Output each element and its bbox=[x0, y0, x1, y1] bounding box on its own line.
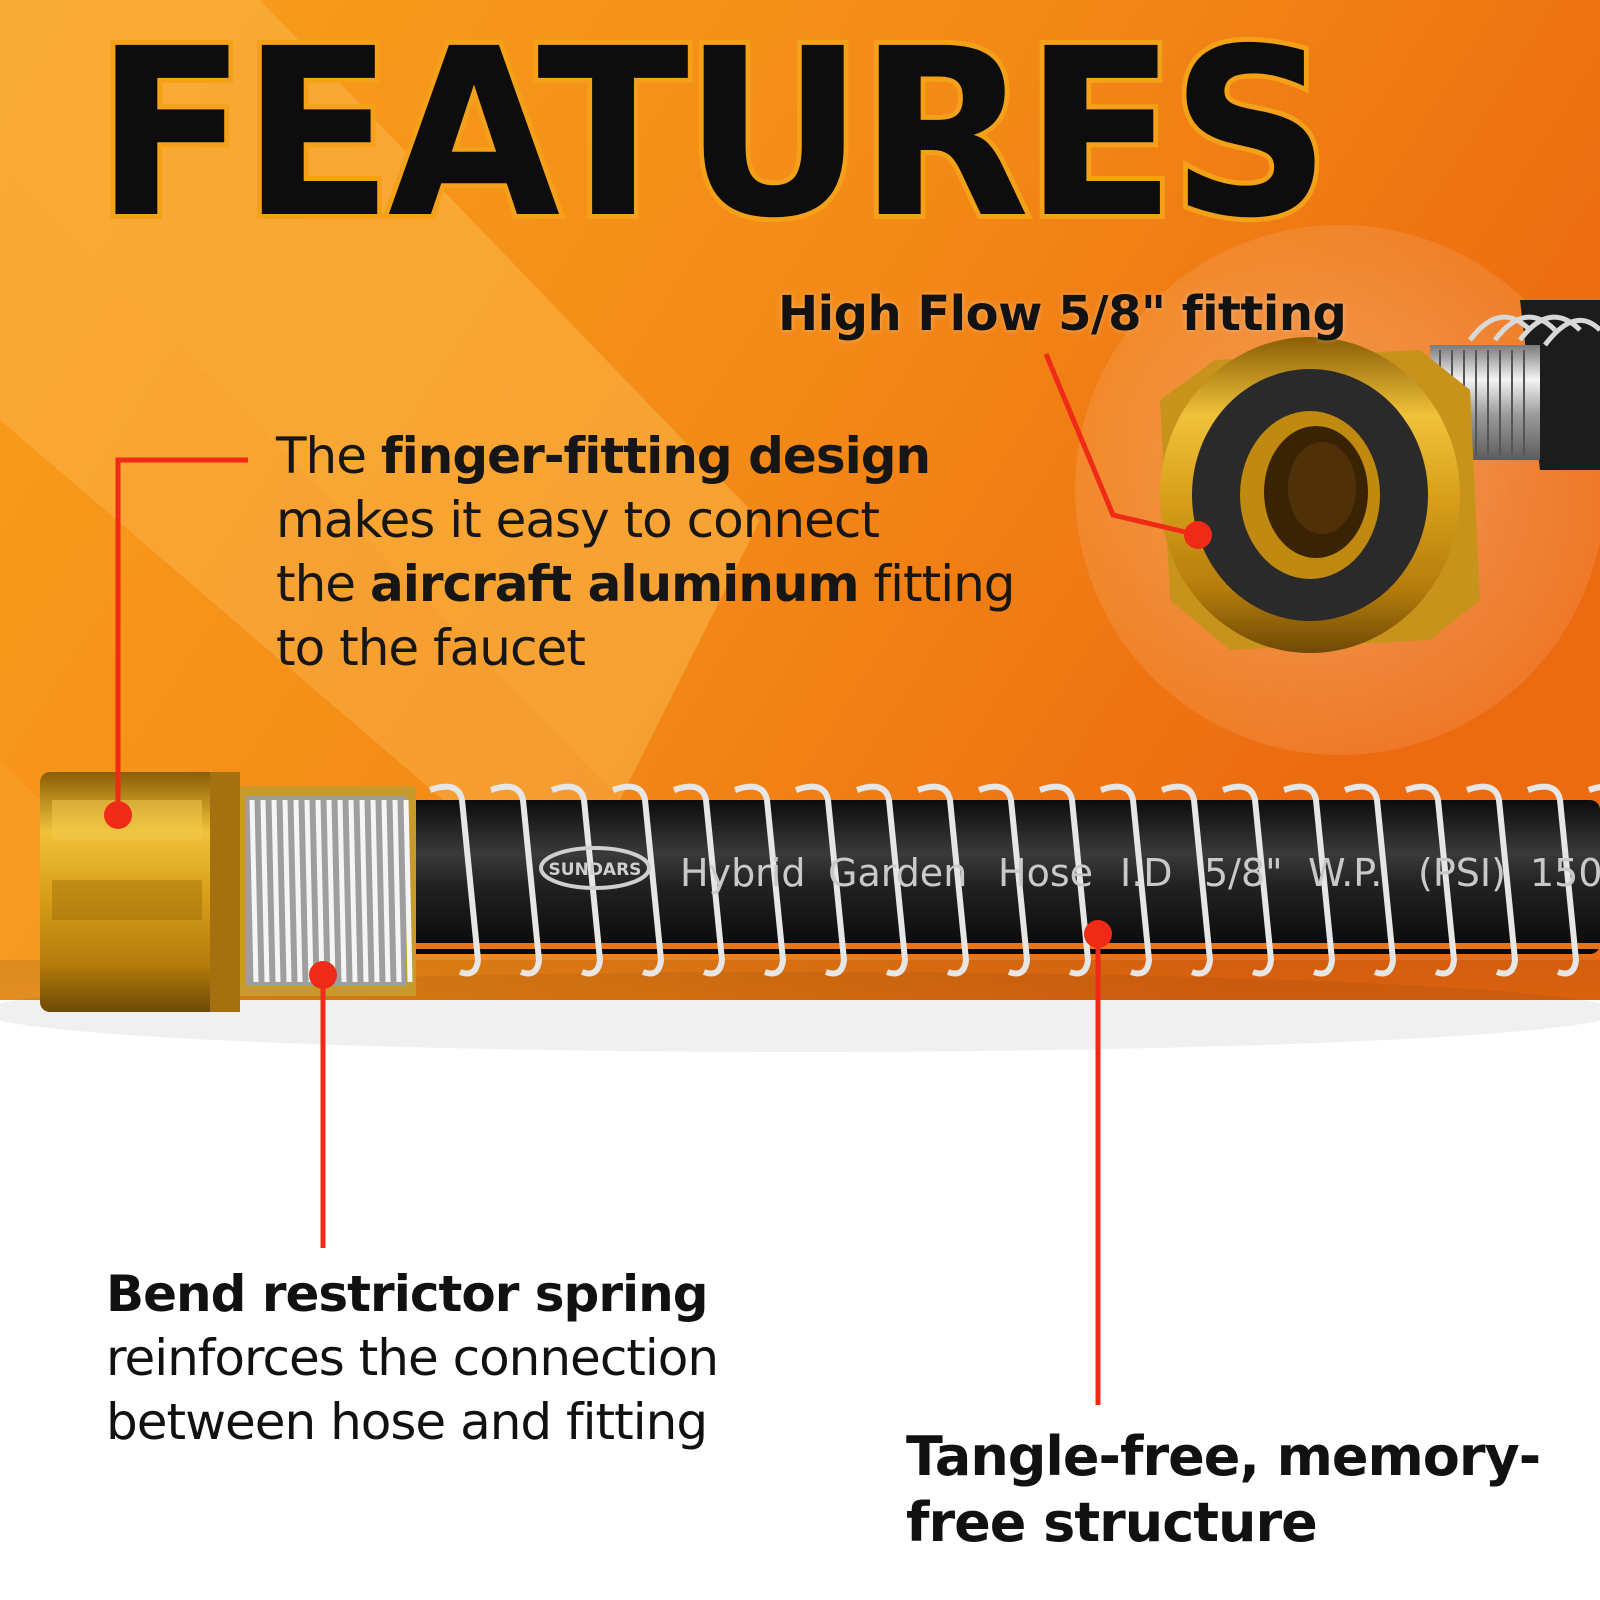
restrictor-coil bbox=[293, 799, 303, 983]
hose-print-word: 5/8" bbox=[1204, 851, 1283, 895]
spring-coil bbox=[611, 783, 665, 977]
brand-logo: SUNDARS bbox=[539, 846, 651, 890]
bend-line-3: between hose and fitting bbox=[106, 1393, 708, 1451]
hose-print-word: Hybrid bbox=[680, 851, 806, 895]
finger-line-2: makes it easy to connect bbox=[276, 491, 880, 549]
hose-print-word: W.P. bbox=[1308, 851, 1382, 895]
bend-heading: Bend restrictor spring bbox=[106, 1265, 709, 1323]
spring-coil bbox=[550, 783, 604, 977]
tangle-line-2: free structure bbox=[906, 1491, 1318, 1554]
restrictor-coil bbox=[359, 799, 369, 983]
spring-coil bbox=[977, 783, 1031, 977]
restrictor-coil bbox=[304, 799, 314, 983]
restrictor-coil bbox=[348, 799, 358, 983]
spring-coil bbox=[794, 783, 848, 977]
restrictor-coil bbox=[326, 799, 336, 983]
restrictor-coil bbox=[370, 799, 380, 983]
spring-coil bbox=[1404, 783, 1458, 977]
finger-line-1-bold: finger-fitting design bbox=[380, 427, 931, 485]
spring-coil bbox=[1465, 783, 1519, 977]
finger-line-4: to the faucet bbox=[276, 619, 586, 677]
restrictor-coil bbox=[315, 799, 325, 983]
restrictor-coil bbox=[260, 799, 270, 983]
restrictor-coil bbox=[403, 799, 413, 983]
finger-line-1: The finger-fitting design bbox=[276, 424, 1015, 488]
restrictor-coil bbox=[392, 799, 402, 983]
finger-line-3-post: fitting bbox=[858, 555, 1015, 613]
spring-coil bbox=[1282, 783, 1336, 977]
restrictor-coil bbox=[381, 799, 391, 983]
tangle-line-1: Tangle-free, memory- bbox=[906, 1425, 1541, 1488]
spring-coil bbox=[733, 783, 787, 977]
spring-coil bbox=[1038, 783, 1092, 977]
hose-print-word: (PSI) bbox=[1418, 851, 1506, 895]
spring-coil bbox=[428, 783, 482, 977]
spring-coil bbox=[1099, 783, 1153, 977]
finger-line-3-bold: aircraft aluminum bbox=[369, 555, 860, 613]
hose-print-word: I.D bbox=[1120, 851, 1173, 895]
spring-coil bbox=[1343, 783, 1397, 977]
spring-coil bbox=[1160, 783, 1214, 977]
callout-high-flow: High Flow 5/8" fitting bbox=[778, 286, 1347, 342]
bend-line-2: reinforces the connection bbox=[106, 1329, 719, 1387]
spring-coil bbox=[855, 783, 909, 977]
pointer-dots bbox=[104, 521, 1212, 989]
restrictor-coil bbox=[271, 799, 281, 983]
spring-coil bbox=[916, 783, 970, 977]
coupling-closeup bbox=[1160, 300, 1600, 653]
hose-print-word: Hose bbox=[998, 851, 1093, 895]
restrictor-coil bbox=[337, 799, 347, 983]
main-hose bbox=[40, 772, 1600, 1012]
spring-coil bbox=[1526, 783, 1580, 977]
hose-print-word: 150 bbox=[1530, 851, 1600, 895]
callout-finger-fitting: The finger-fitting design makes it easy … bbox=[276, 424, 1016, 680]
callout-bend-restrictor: Bend restrictor spring reinforces the co… bbox=[106, 1262, 719, 1454]
spring-coil bbox=[489, 783, 543, 977]
callout-tangle-free: Tangle-free, memory- free structure bbox=[906, 1424, 1541, 1556]
finger-line-3-pre: the bbox=[276, 555, 370, 613]
restrictor-coil bbox=[282, 799, 292, 983]
brand-text: SUNDARS bbox=[549, 860, 642, 880]
pointer-lines bbox=[115, 353, 1199, 1405]
spring-coil bbox=[672, 783, 726, 977]
page-title: FEATURES bbox=[90, 0, 1335, 269]
restrictor-coil bbox=[249, 799, 259, 983]
finger-line-1-pre: The bbox=[276, 427, 381, 485]
hose-print-word: Garden bbox=[828, 851, 967, 895]
spring-coil bbox=[1221, 783, 1275, 977]
finger-line-3: the aircraft aluminum fitting bbox=[276, 552, 1016, 616]
